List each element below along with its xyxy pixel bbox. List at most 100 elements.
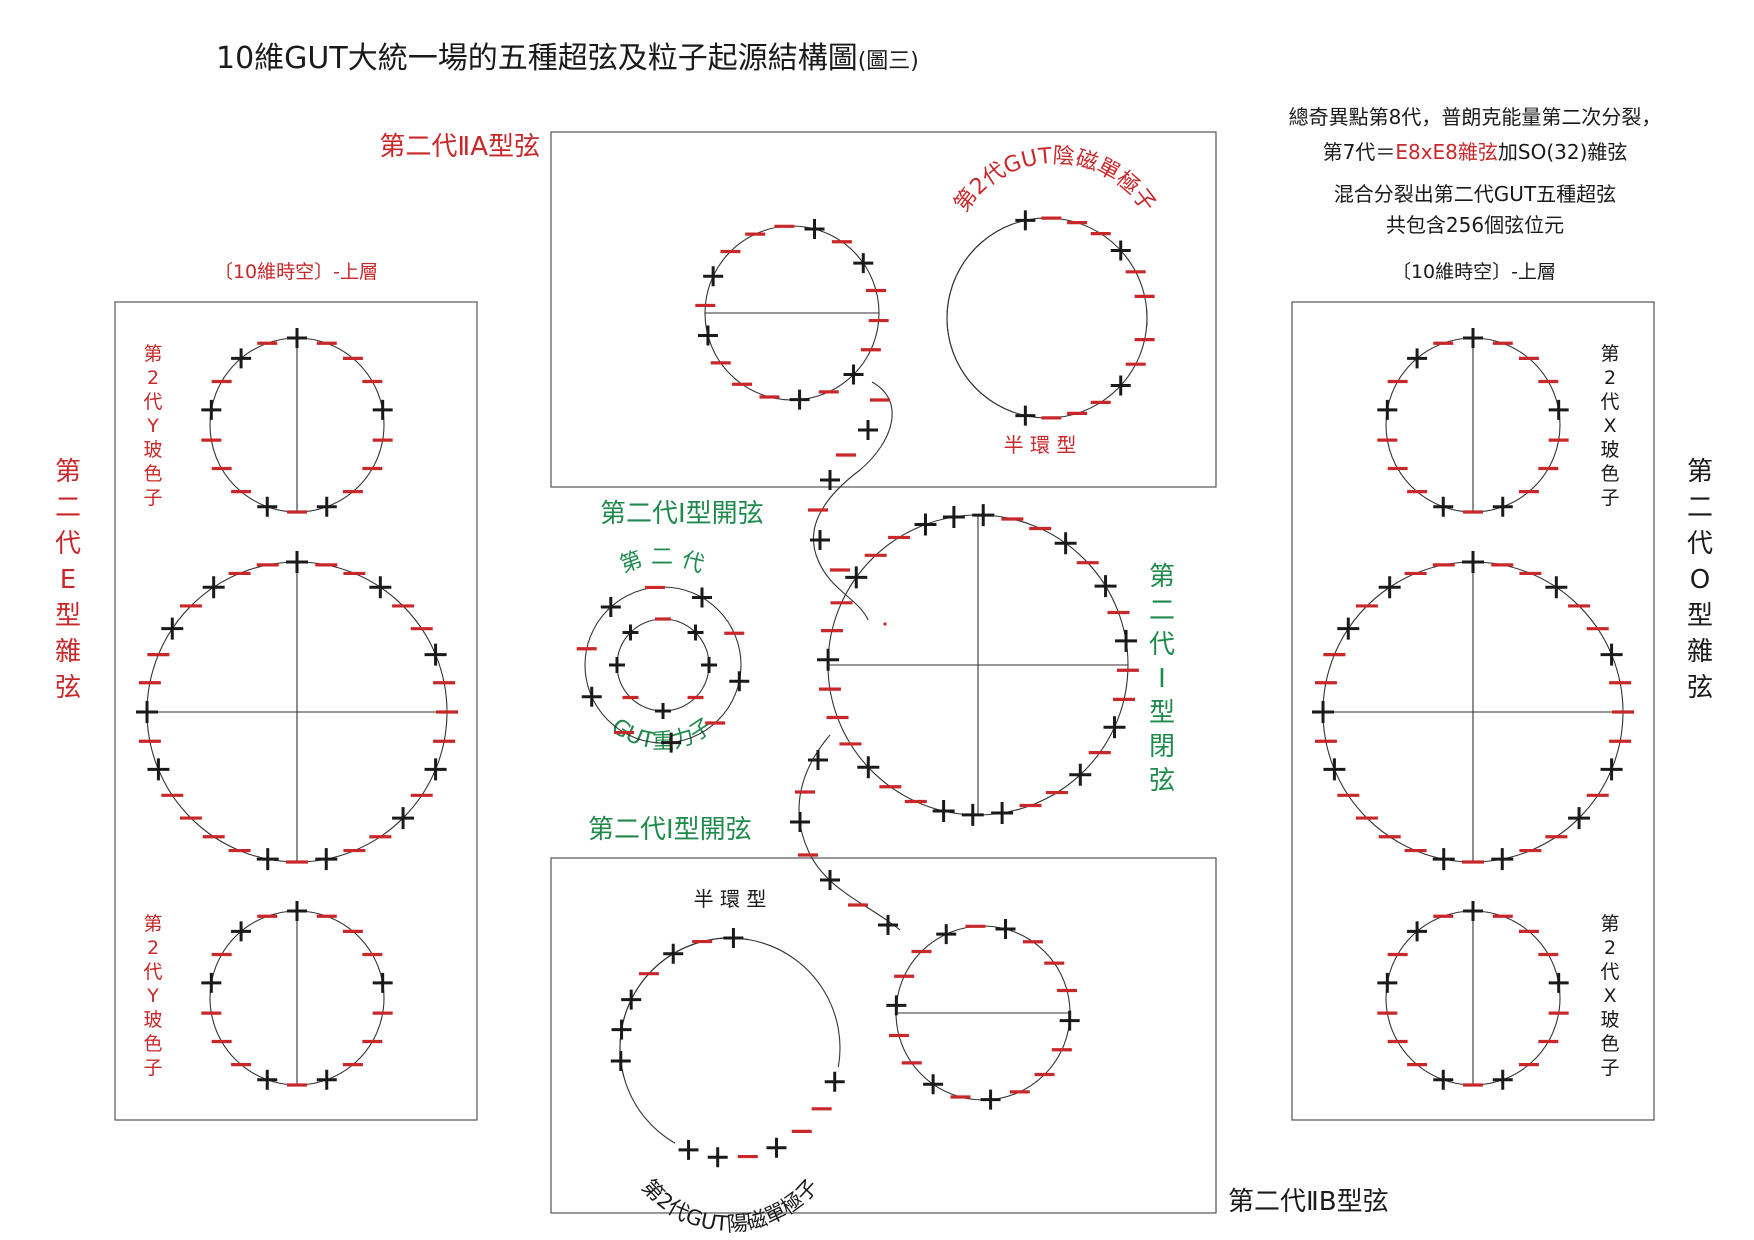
plus-sign: [824, 1071, 845, 1092]
plus-sign: [424, 643, 447, 666]
plus-sign: [1432, 848, 1455, 871]
plus-sign: [1378, 576, 1401, 599]
plus-sign: [942, 505, 965, 528]
plus-sign: [1433, 496, 1454, 517]
plus-sign: [609, 657, 625, 673]
plus-sign: [1059, 1010, 1080, 1031]
plus-sign: [316, 496, 337, 517]
plus-sign: [1115, 629, 1138, 652]
plus-sign: [843, 364, 864, 385]
gut-graviton-label: GUT重力子: [607, 714, 718, 755]
plus-sign: [817, 648, 840, 671]
plus-sign: [995, 918, 1016, 939]
plus-sign: [707, 1147, 728, 1168]
plus-sign: [789, 389, 810, 410]
plus-sign: [678, 1139, 699, 1160]
plus-sign: [1492, 496, 1513, 517]
info-line-2: 第7代＝E8xE8雜弦加SO(32)雜弦: [1323, 140, 1628, 164]
plus-sign: [687, 624, 704, 641]
plus-sign: [147, 758, 170, 781]
plus-sign: [991, 802, 1014, 825]
plus-sign: [857, 756, 880, 779]
plus-sign: [201, 399, 222, 420]
plus-sign: [886, 995, 907, 1016]
iib-string-label: 第二代ⅡB型弦: [1228, 1187, 1389, 1217]
gut-negative-monopole-label: 第2代GUT陰磁單極子: [950, 144, 1161, 217]
plus-sign: [202, 576, 225, 599]
open-string-label-bottom: 第二代I型開弦: [588, 815, 752, 845]
plus-sign: [256, 848, 279, 871]
plus-sign: [392, 807, 415, 830]
info-line-4: 共包含256個弦位元: [1386, 213, 1564, 237]
plus-sign: [316, 1069, 337, 1090]
iib-box: [550, 857, 1217, 1214]
plus-sign: [790, 812, 810, 832]
plus-sign: [820, 470, 840, 490]
plus-sign: [1312, 701, 1334, 723]
plus-sign: [1377, 972, 1398, 993]
spacetime-right-label: 〔10維時空〕-上層: [1392, 261, 1556, 283]
plus-sign: [1094, 575, 1117, 598]
plus-sign: [581, 686, 602, 707]
plus-sign: [1600, 758, 1623, 781]
plus-sign: [1462, 551, 1484, 573]
plus-sign: [1015, 405, 1036, 426]
plus-sign: [1015, 210, 1036, 231]
plus-sign: [1054, 532, 1077, 555]
diagram-title: 10維GUT大統一場的五種超弦及粒子起源結構圖(圖三): [216, 41, 919, 76]
plus-sign: [661, 732, 682, 753]
monopole-positive-arc-bottom: [619, 937, 841, 1144]
iia-string-label: 第二代ⅡA型弦: [379, 132, 540, 162]
open-string-wave-bottom: [798, 734, 901, 931]
plus-sign: [611, 1019, 632, 1040]
plus-sign: [201, 972, 222, 993]
plus-sign: [655, 703, 671, 719]
plus-sign: [980, 1089, 1001, 1110]
half-ring-label-top: 半 環 型: [1004, 433, 1077, 457]
plus-sign: [729, 671, 750, 692]
plus-sign: [820, 870, 840, 890]
plus-sign: [936, 924, 957, 945]
plus-sign: [663, 943, 684, 964]
plus-sign: [1377, 399, 1398, 420]
plus-sign: [424, 758, 447, 781]
plus-sign: [766, 1137, 787, 1158]
plus-sign: [600, 597, 621, 618]
plus-sign: [287, 901, 307, 921]
plus-sign: [858, 420, 878, 440]
graviton-generation-label: 第 二 代: [617, 545, 707, 578]
plus-sign: [1110, 240, 1131, 261]
plus-sign: [1433, 1069, 1454, 1090]
plus-sign: [372, 399, 393, 420]
plus-sign: [1600, 643, 1623, 666]
spacetime-left-label: 〔10維時空〕-上層: [214, 261, 378, 283]
plus-sign: [621, 989, 642, 1010]
plus-sign: [1568, 807, 1591, 830]
plus-sign: [853, 253, 874, 274]
info-line-1: 總奇異點第8代，普朗克能量第二次分裂，: [1289, 105, 1662, 129]
iia-box: [550, 131, 1217, 488]
gut-positive-monopole-label: 第2代GUT陽磁單極子: [637, 1175, 823, 1237]
plus-sign: [1548, 972, 1569, 993]
plus-sign: [810, 530, 830, 550]
plus-sign: [1323, 758, 1346, 781]
plus-sign: [161, 617, 184, 640]
plus-sign: [372, 972, 393, 993]
plus-sign: [804, 218, 825, 239]
plus-sign: [878, 915, 898, 935]
monopole-positive-arc-top: [619, 937, 750, 1077]
plus-sign: [136, 701, 158, 723]
plus-sign: [914, 513, 937, 536]
plus-sign: [1491, 848, 1514, 871]
plus-sign: [1545, 576, 1568, 599]
plus-sign: [622, 624, 639, 641]
plus-sign: [369, 576, 392, 599]
plus-sign: [257, 1069, 278, 1090]
graviton-outer-circle: [584, 586, 742, 744]
